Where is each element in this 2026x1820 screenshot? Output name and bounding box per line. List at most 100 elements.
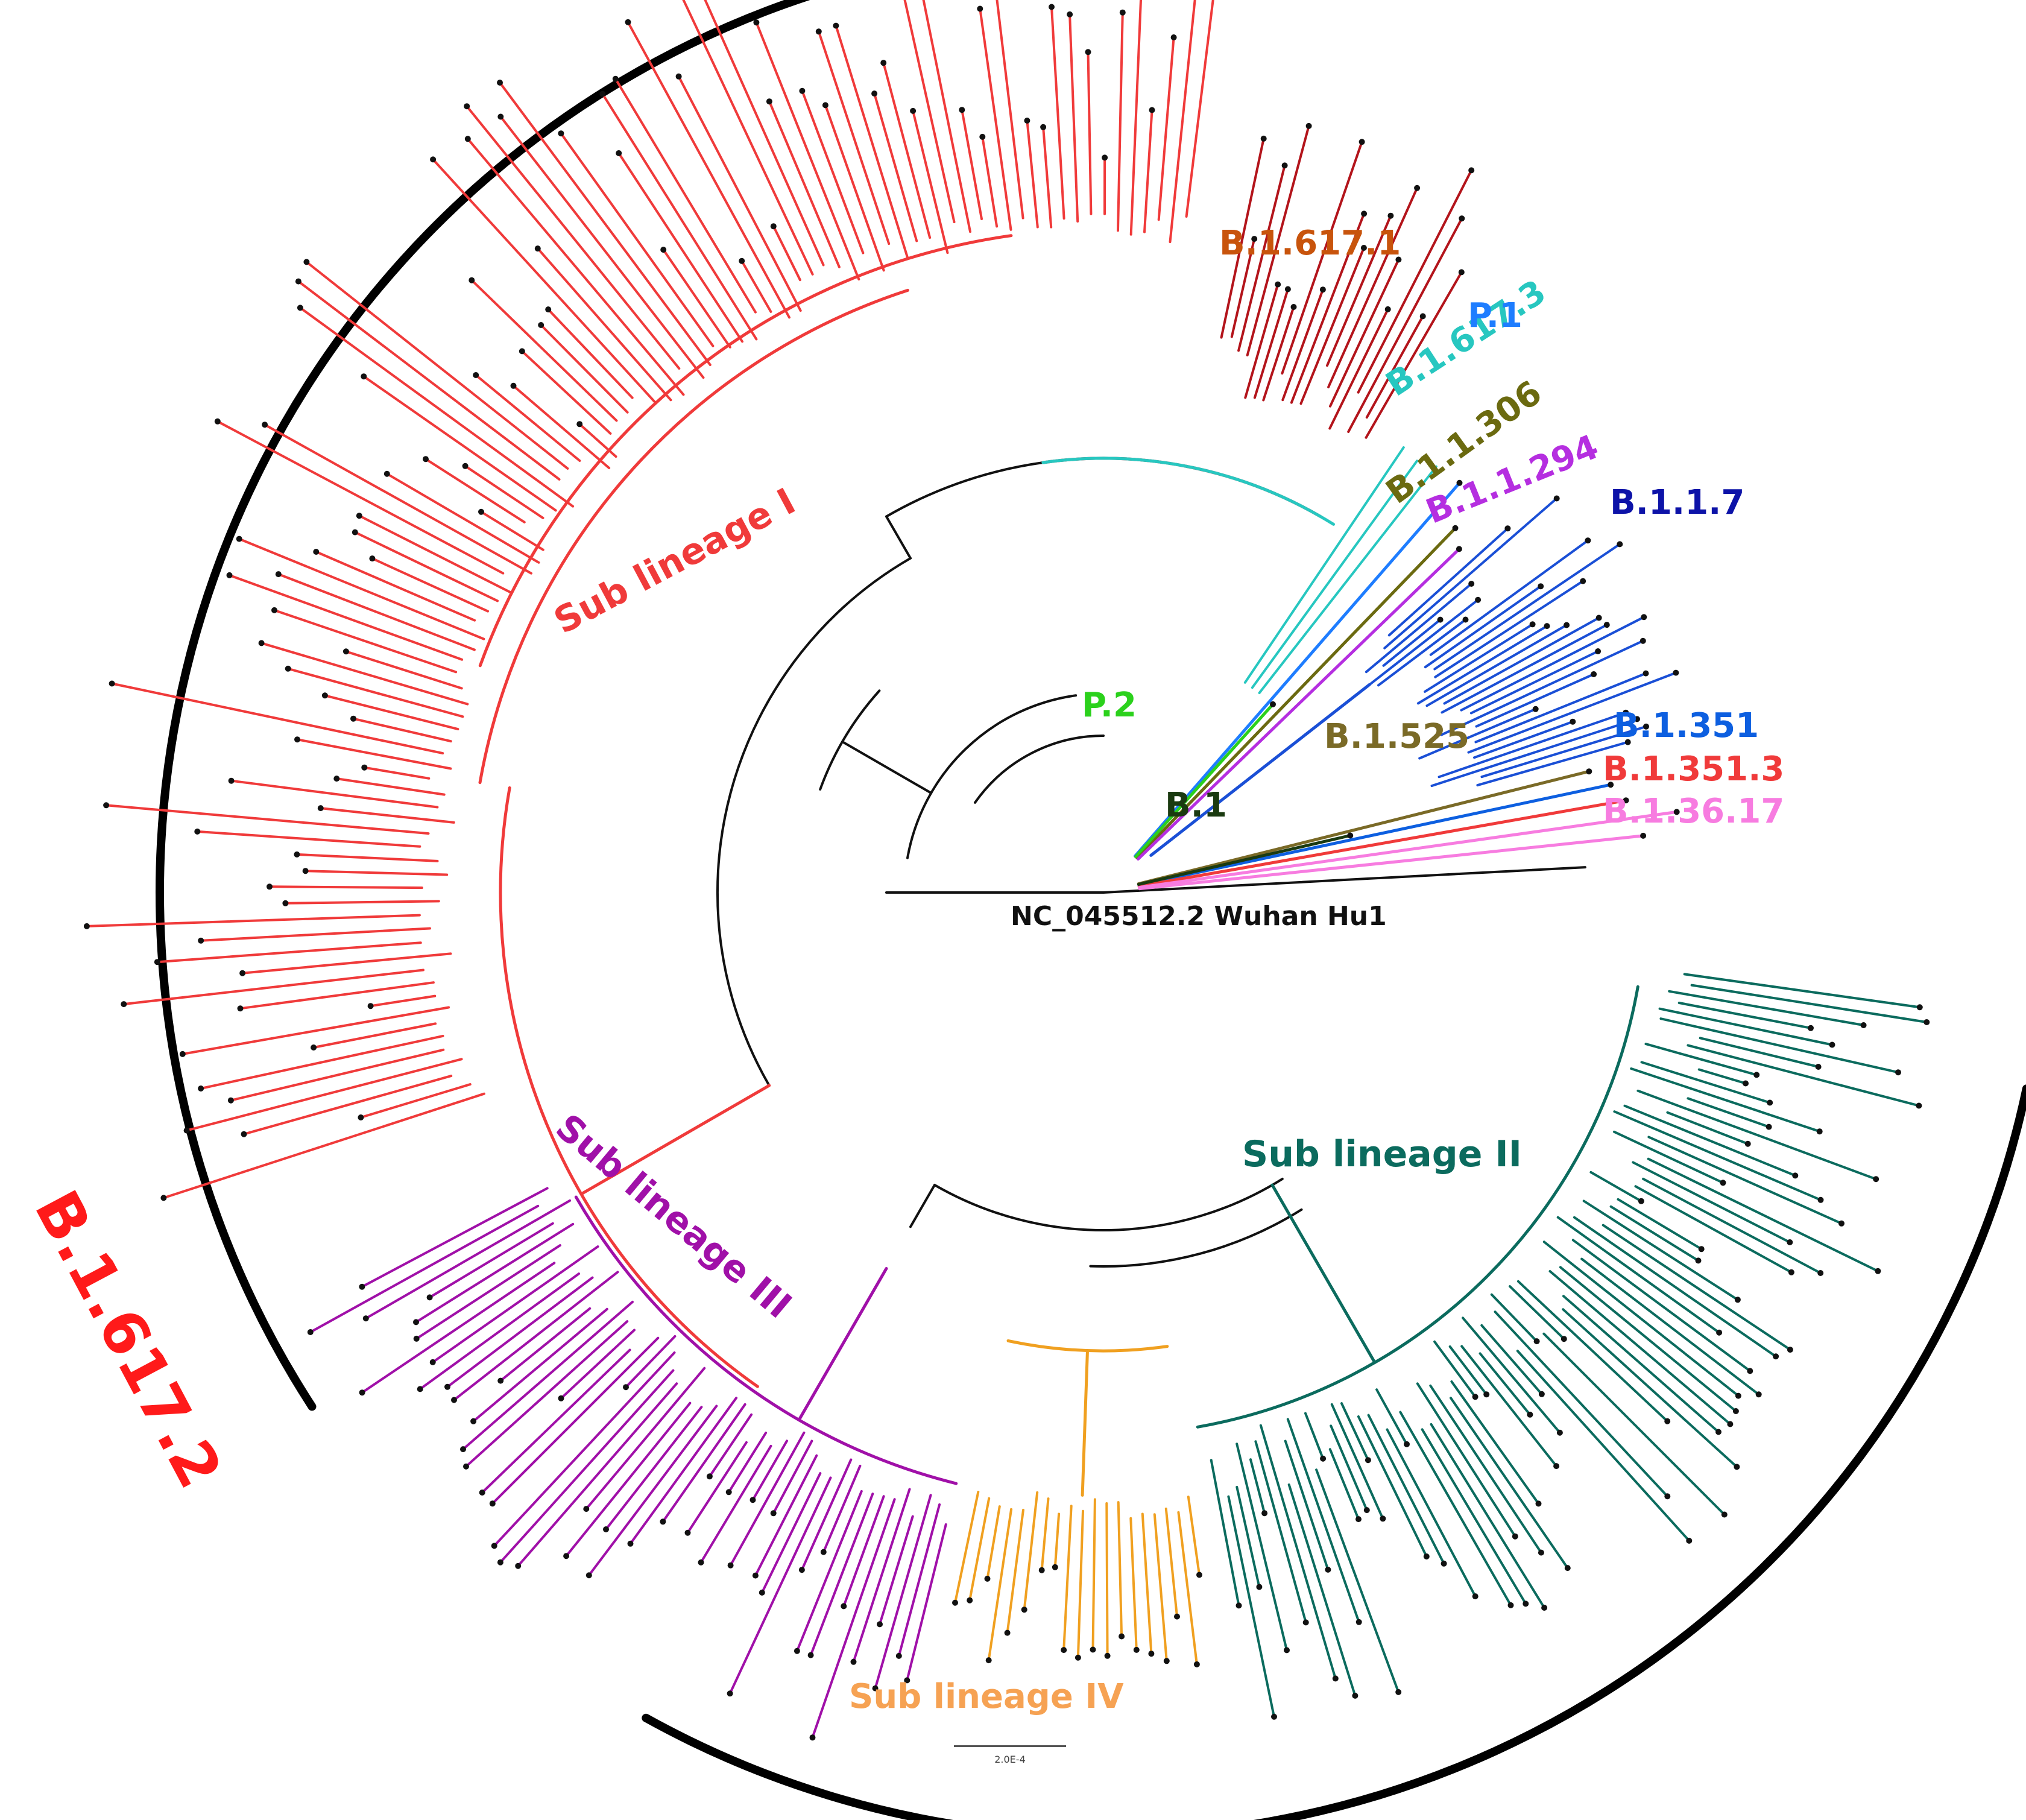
tip-node <box>1564 622 1570 628</box>
tip-node <box>1715 1429 1721 1435</box>
tip-node <box>285 665 291 672</box>
sublineage-1-branch <box>824 104 885 272</box>
backbone-branch <box>841 741 933 794</box>
tip-node <box>675 73 682 80</box>
tip-node <box>1624 739 1631 745</box>
b-1-1-7-branch <box>1424 623 1534 693</box>
sublineage-2-branch <box>1573 1216 1778 1358</box>
lineage-label-b-1-525: B.1.525 <box>1324 717 1470 756</box>
tip-node <box>798 1567 805 1573</box>
sublineage-1-branch <box>903 0 956 224</box>
b-1-617-1-branch <box>1281 141 1363 375</box>
sublineage-1-branch <box>369 994 437 1008</box>
tip-node <box>462 463 469 469</box>
sublineage-2-branch <box>1647 1157 1879 1272</box>
tip-node <box>1452 525 1459 531</box>
sublineage-1-branch <box>499 115 705 379</box>
lineage-branch <box>1138 834 1645 891</box>
sublineage-1-branch <box>614 77 757 314</box>
sublineage-2-branch <box>1433 1340 1477 1398</box>
tip-node <box>1553 495 1560 502</box>
sublineage-3-branch <box>772 1439 813 1515</box>
tip-node <box>1061 1647 1067 1654</box>
sublineage-3-branch <box>472 1307 608 1423</box>
sublineage-2-branch <box>1697 1068 1747 1085</box>
b-1-1-7-branch <box>1368 598 1480 686</box>
sublineage-1-branch <box>277 573 476 651</box>
tip-node <box>1734 1464 1740 1470</box>
tip-node <box>1472 1593 1478 1600</box>
tip-node <box>1538 583 1544 590</box>
lineage-branch <box>1135 526 1457 859</box>
sublineage-2-branch <box>1642 1177 1822 1274</box>
tip-node <box>1284 1647 1290 1654</box>
tip-node <box>1024 118 1030 124</box>
tip-node <box>358 1114 364 1120</box>
sublineage-1-branch <box>601 92 758 341</box>
tip-node <box>660 247 667 253</box>
tip-node <box>460 1446 466 1453</box>
sublineage-1-branch <box>499 81 712 366</box>
sublineage-1-branch <box>181 1006 450 1055</box>
tip-node <box>1623 709 1629 716</box>
sublineage-label-4: Sub lineage IV <box>849 1677 1124 1716</box>
tip-node <box>698 1559 704 1566</box>
tip-node <box>1507 1602 1514 1608</box>
tip-node <box>1634 716 1640 722</box>
tip-node <box>1102 154 1108 161</box>
sublineage-2-branch <box>1478 1352 1532 1416</box>
tip-node <box>558 1395 564 1401</box>
tip-node <box>1380 1515 1386 1522</box>
tip-node <box>770 1510 777 1517</box>
sublineage-2-branch <box>1548 1270 1732 1426</box>
sublineage-1-branch <box>196 830 421 848</box>
tip-node <box>464 103 470 110</box>
sublineage-3-stem <box>797 1267 888 1422</box>
sublineage-3-branch <box>686 1441 748 1534</box>
tip-node <box>1174 1613 1180 1620</box>
tip-node <box>1817 1196 1824 1203</box>
lineage-label-b-1-351: B.1.351 <box>1614 706 1759 745</box>
tip-node <box>1686 1537 1693 1544</box>
tip-node <box>430 156 437 163</box>
tip-node <box>1468 581 1475 587</box>
tip-node <box>1817 1270 1824 1276</box>
sublineage-3-branch <box>629 1397 738 1545</box>
sublineage-2-branch <box>1659 1017 1899 1074</box>
sublineage-2-branch <box>1632 1161 1791 1243</box>
sublineage-2-arc <box>1196 985 1639 1429</box>
tip-node <box>1608 782 1614 788</box>
sublineage-1-branch <box>1026 119 1039 229</box>
sublineage-1-branch <box>319 807 455 824</box>
tip-node <box>1361 210 1368 217</box>
tip-node <box>1193 1661 1200 1667</box>
b-1-617-1-branch <box>1328 308 1389 430</box>
tip-node <box>850 1658 857 1665</box>
sublineage-3-branch <box>795 1490 863 1652</box>
sublineage-1-branch <box>85 914 421 927</box>
tip-node <box>1664 1418 1671 1424</box>
sublineage-1-branch <box>547 308 634 399</box>
tip-node <box>770 223 777 230</box>
b-1-617-1-branch <box>1230 238 1256 338</box>
b-1-617-1-branch <box>1329 258 1400 408</box>
sublineage-1-branch <box>979 7 1012 231</box>
tip-node <box>979 133 986 140</box>
sublineage-3-branch <box>625 1335 677 1389</box>
tip-node <box>426 1294 433 1301</box>
tip-node <box>1320 1455 1327 1462</box>
tip-node <box>985 1657 992 1664</box>
tip-node <box>342 648 349 655</box>
b-1-1-7-branch <box>1416 625 1548 705</box>
sublineage-4-branch <box>1091 1498 1096 1651</box>
tip-node <box>479 1490 485 1496</box>
sublineage-2-branch <box>1636 1089 1878 1181</box>
b-1-617-1-branch <box>1365 315 1424 419</box>
lineage-branch <box>1137 834 1352 886</box>
b-1-1-7-branch <box>1473 720 1574 759</box>
tip-node <box>1196 1572 1202 1578</box>
sublineage-3-branch <box>517 1382 678 1567</box>
sublineage-2-branch <box>1304 1412 1325 1460</box>
sublineage-2-branch <box>1634 1185 1793 1274</box>
sublineage-4-branch <box>987 1508 1013 1662</box>
